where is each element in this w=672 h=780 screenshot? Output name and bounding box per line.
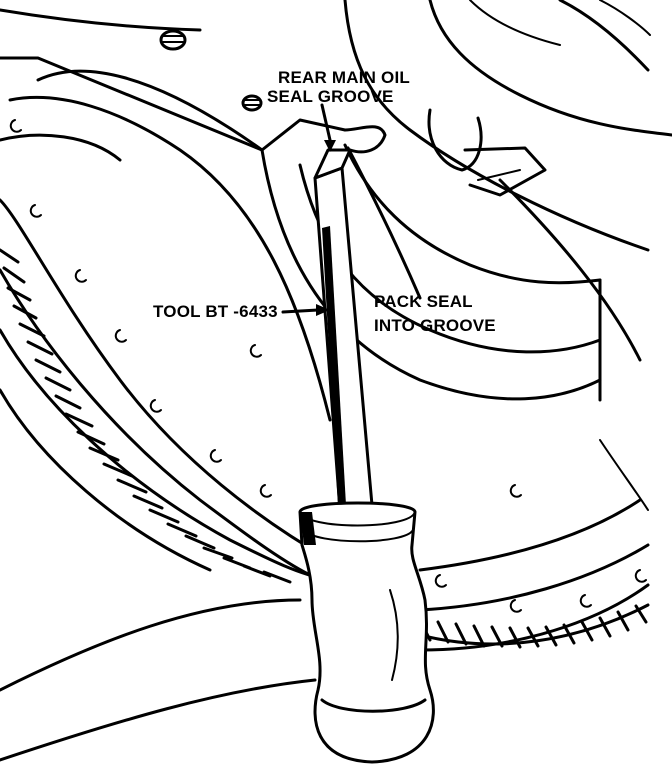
tool-leader (281, 308, 320, 314)
flywheel-bolt-holes (9, 119, 647, 613)
pack-seal-leader (346, 146, 422, 300)
crossmember (0, 598, 317, 762)
tool-arrowhead (316, 304, 330, 316)
bolt-head-top (159, 29, 187, 51)
bolt-head-mid (241, 94, 263, 112)
callout-seal-groove-line2: SEAL GROOVE (267, 87, 394, 106)
ring-gear-teeth-right (418, 603, 650, 649)
seal-groove-arrowhead (324, 140, 336, 152)
callout-pack-seal-line1: PACK SEAL (374, 292, 473, 311)
block-boss (427, 108, 547, 197)
seal-groove-leader (320, 103, 332, 142)
callout-seal-groove-line1: REAR MAIN OIL (278, 68, 410, 87)
leader-lines (281, 103, 422, 316)
ring-gear-teeth-left (0, 248, 312, 584)
callout-pack-seal-line2: INTO GROOVE (374, 316, 496, 335)
seal-packing-tool (298, 148, 435, 764)
flywheel (0, 69, 650, 652)
engine-block (0, 0, 672, 252)
callout-tool: TOOL BT -6433 (153, 302, 278, 321)
